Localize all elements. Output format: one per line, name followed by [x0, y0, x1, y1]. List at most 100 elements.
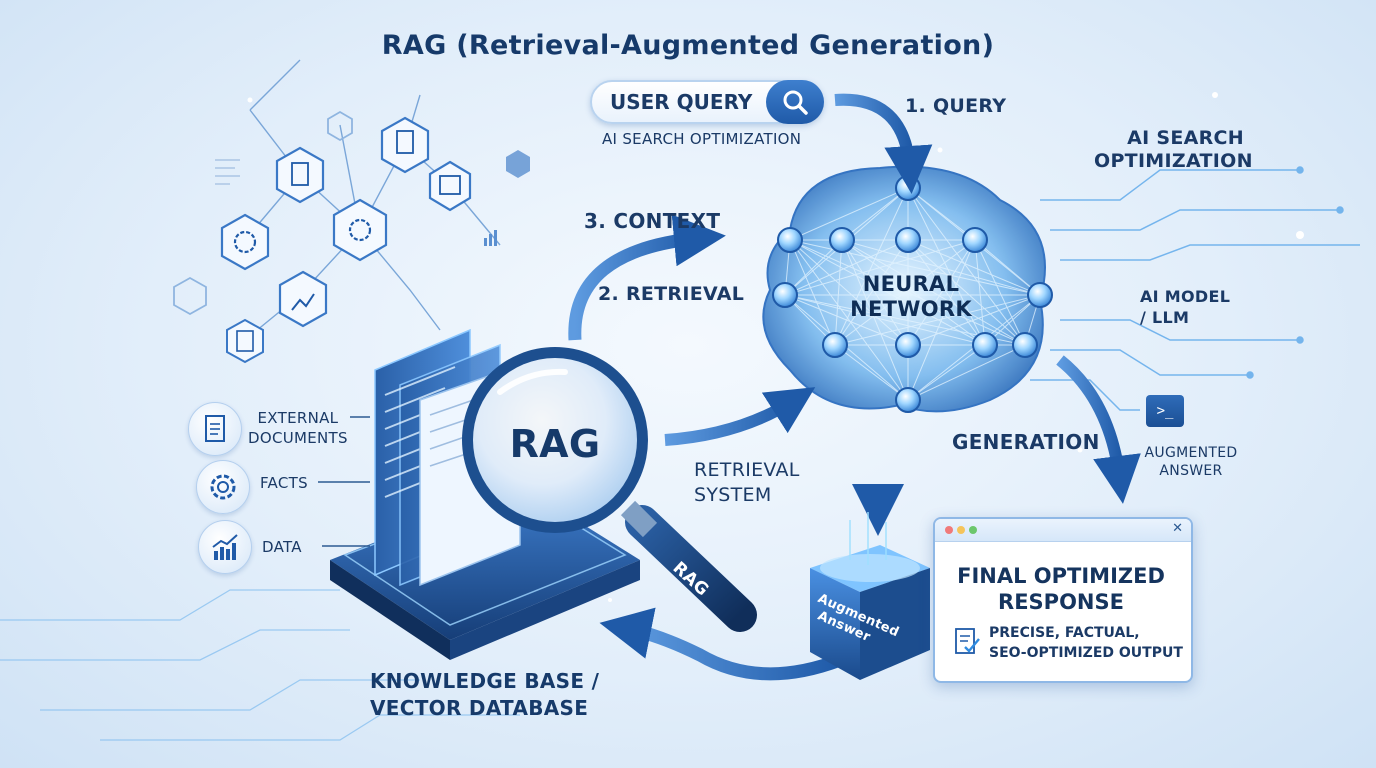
magnifier-graphic: [462, 347, 757, 632]
ai-model-label: AI MODEL / LLM: [1140, 286, 1230, 328]
search-button[interactable]: [766, 80, 824, 124]
user-query-box[interactable]: USER QUERY: [590, 80, 824, 124]
final-desc-line1: PRECISE, FACTUAL,: [989, 625, 1140, 641]
nn-link: [784, 294, 909, 346]
arrow-query: [834, 93, 933, 194]
nn-link: [841, 239, 909, 401]
neural-network-line1: NEURAL: [862, 272, 960, 296]
knowledge-base-line1: KNOWLEDGE BASE /: [370, 669, 600, 693]
nn-node: [772, 282, 798, 308]
knowledge-base-line2: VECTOR DATABASE: [370, 696, 589, 720]
nn-link: [789, 239, 909, 346]
nn-link: [784, 239, 909, 296]
final-title-line1: FINAL OPTIMIZED: [957, 564, 1165, 588]
hexagon-nodes: [173, 110, 530, 364]
nn-link: [974, 239, 1041, 296]
external-documents-label: EXTERNAL DOCUMENTS: [248, 408, 348, 448]
nn-link: [789, 239, 1041, 296]
window-titlebar: ✕: [935, 519, 1191, 542]
augmented-answer-cube: [810, 512, 930, 680]
nn-node: [822, 332, 848, 358]
nn-node: [895, 332, 921, 358]
knowledge-base-label: KNOWLEDGE BASE / VECTOR DATABASE: [370, 668, 599, 722]
step-context-label: 3. CONTEXT: [584, 209, 721, 233]
step-generation-label: GENERATION: [952, 430, 1100, 454]
final-response-window: ✕ FINAL OPTIMIZED RESPONSE PRECISE, FACT…: [933, 517, 1193, 683]
nn-link: [841, 239, 986, 346]
close-icon[interactable]: ✕: [1172, 521, 1183, 536]
retrieval-system-line2: SYSTEM: [694, 484, 772, 506]
nn-link: [789, 187, 909, 241]
data-chart-icon: [198, 520, 252, 574]
window-dot-yellow: [957, 526, 965, 534]
source-connector-lines: [318, 416, 370, 547]
circuit-lines-right: [1030, 166, 1360, 411]
nn-node: [895, 227, 921, 253]
page-title: RAG (Retrieval-Augmented Generation): [381, 30, 995, 61]
nn-node: [962, 227, 988, 253]
nn-link: [841, 239, 1026, 346]
nn-link: [907, 239, 976, 401]
ai-model-line1: AI MODEL: [1140, 287, 1231, 306]
nn-link: [974, 239, 1026, 346]
neural-network-label: NEURAL NETWORK: [846, 272, 976, 322]
nn-link: [834, 294, 1041, 346]
final-response-description: PRECISE, FACTUAL, SEO-OPTIMIZED OUTPUT: [989, 623, 1183, 663]
document-check-icon: [955, 628, 980, 654]
nn-node: [1012, 332, 1038, 358]
final-desc-line2: SEO-OPTIMIZED OUTPUT: [989, 645, 1183, 661]
ai-search-optimization-label: AI SEARCH OPTIMIZATION: [1094, 127, 1252, 173]
nn-link: [907, 344, 986, 401]
nn-link: [841, 239, 909, 346]
nn-link: [907, 239, 976, 346]
nn-node: [895, 387, 921, 413]
nn-link: [907, 187, 1026, 346]
nn-node: [895, 175, 921, 201]
final-title-line2: RESPONSE: [998, 590, 1124, 614]
magnifier-rag-label: RAG: [509, 422, 601, 466]
nn-link: [789, 239, 836, 346]
nn-link: [834, 239, 843, 346]
terminal-icon: >_: [1146, 395, 1184, 427]
search-icon: [783, 90, 808, 115]
sparkles: [247, 92, 1304, 602]
nn-link: [907, 187, 986, 346]
circuit-lines-bottom: [0, 589, 520, 741]
facts-gear-icon: [196, 460, 250, 514]
nn-link: [789, 239, 986, 346]
step-query-label: 1. QUERY: [905, 95, 1007, 117]
nn-node: [972, 332, 998, 358]
arrow-augmented-answer: [1056, 355, 1141, 504]
nn-link: [907, 344, 1026, 401]
ai-model-line2: / LLM: [1140, 308, 1190, 327]
retrieval-system-label: RETRIEVAL SYSTEM: [694, 458, 800, 508]
nn-link: [907, 239, 986, 346]
external-line1: EXTERNAL: [257, 409, 339, 427]
neural-network-line2: NETWORK: [850, 297, 972, 321]
nn-link: [841, 187, 909, 241]
nn-link: [907, 294, 1041, 346]
final-response-title: FINAL OPTIMIZED RESPONSE: [935, 563, 1187, 615]
nn-link: [974, 239, 986, 346]
nn-link: [841, 239, 1041, 296]
augmented-line2: ANSWER: [1159, 463, 1223, 479]
nn-link: [834, 187, 909, 346]
nn-link: [789, 239, 909, 401]
external-line2: DOCUMENTS: [248, 429, 348, 447]
nn-link: [789, 239, 1026, 346]
user-query-label: USER QUERY: [610, 90, 753, 114]
arrow-retrieval-system: [664, 387, 816, 446]
augmented-line1: AUGMENTED: [1144, 445, 1238, 461]
retrieval-system-line1: RETRIEVAL: [694, 459, 800, 481]
external-documents-icon: [188, 402, 242, 456]
nn-node: [1027, 282, 1053, 308]
nn-node: [777, 227, 803, 253]
nn-link: [907, 239, 1041, 296]
arrow-return: [599, 607, 843, 681]
data-label: DATA: [262, 538, 302, 556]
ai-search-line1: AI SEARCH: [1127, 127, 1244, 149]
step-retrieval-label: 2. RETRIEVAL: [598, 283, 745, 305]
window-dot-green: [969, 526, 977, 534]
